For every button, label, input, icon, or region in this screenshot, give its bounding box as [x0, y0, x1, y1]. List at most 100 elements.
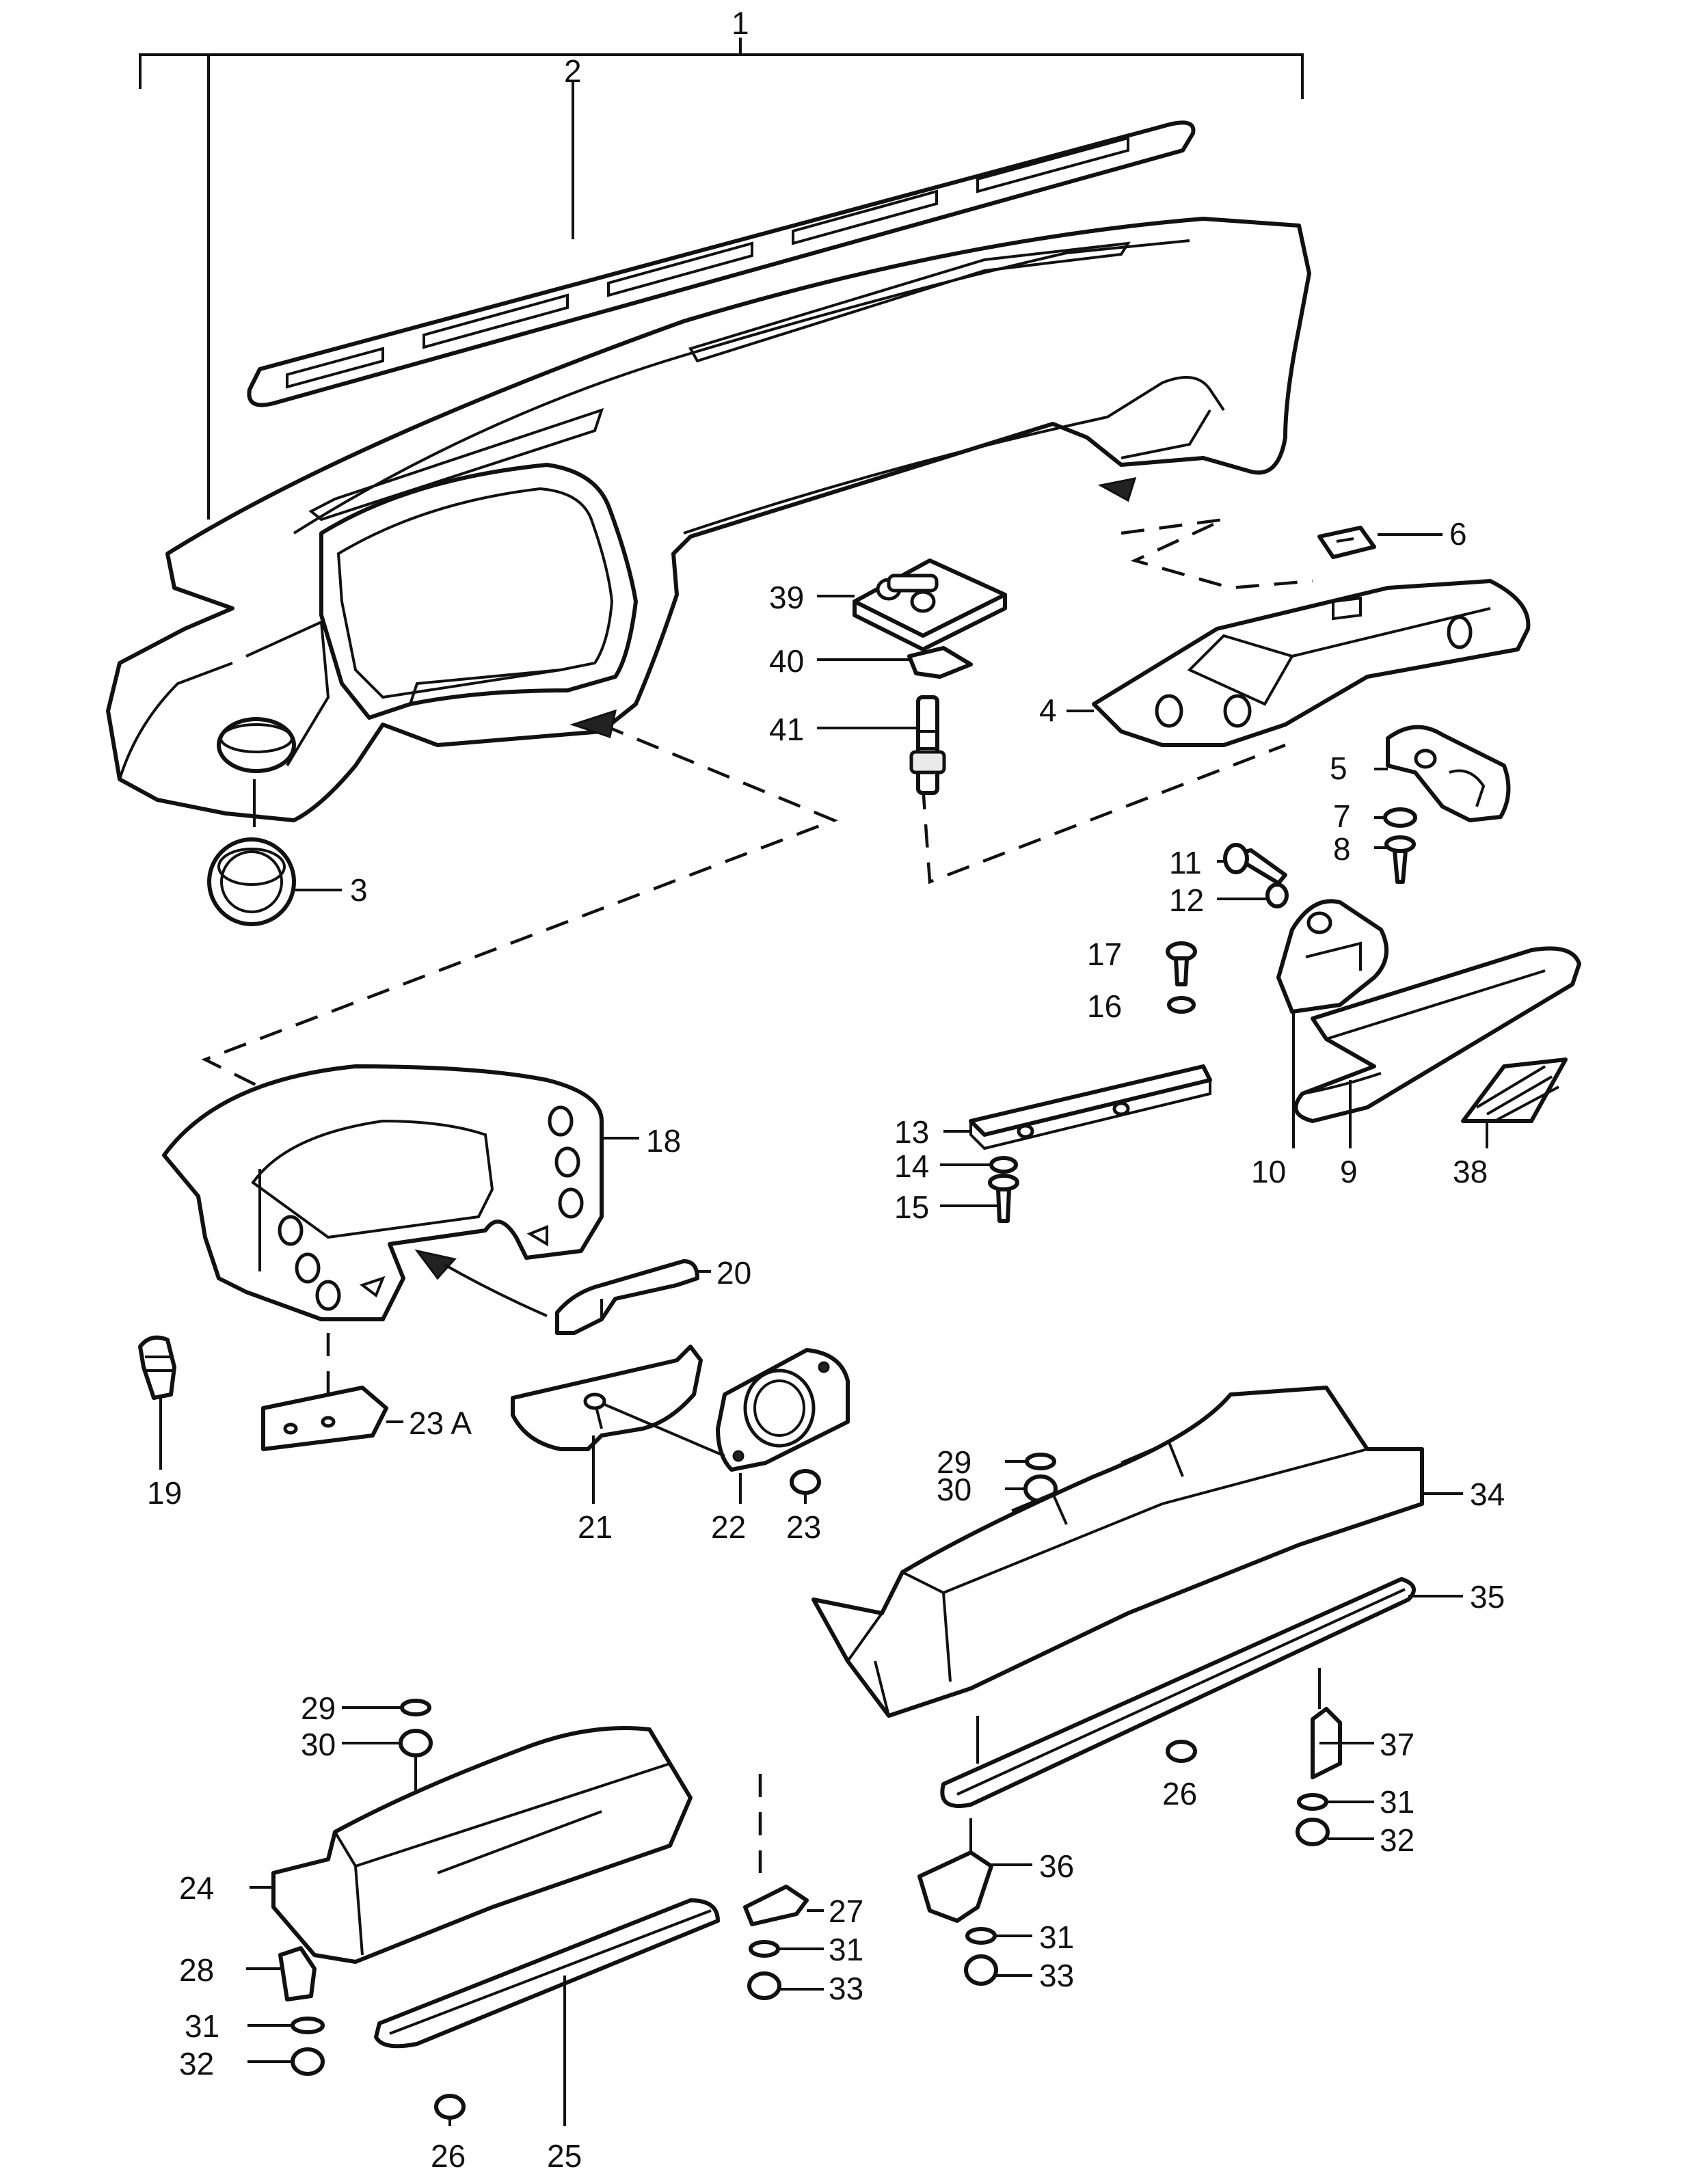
vent-ring[interactable] [207, 779, 342, 926]
label-40: 40 [769, 643, 804, 679]
label-8: 8 [1333, 831, 1351, 867]
label-9: 9 [1340, 1154, 1358, 1189]
label-29-lower: 29 [301, 1690, 336, 1726]
label-26-right: 26 [1162, 1776, 1197, 1811]
defroster-strip[interactable] [247, 82, 1196, 407]
latch-27[interactable] [743, 1774, 824, 1926]
label-32-right: 32 [1380, 1822, 1414, 1858]
bumper-26-right[interactable] [1166, 1740, 1197, 1763]
label-35: 35 [1470, 1579, 1505, 1615]
label-30-lower: 30 [301, 1727, 336, 1762]
label-33-center: 33 [829, 1971, 863, 2006]
label-17: 17 [1087, 936, 1122, 972]
speed-nut[interactable] [1317, 526, 1443, 559]
latch-bracket-36[interactable] [917, 1818, 1032, 1923]
label-31-mid: 31 [1039, 1919, 1074, 1955]
mounting-plate[interactable] [261, 1386, 403, 1451]
hinge-bracket[interactable] [1276, 899, 1389, 1148]
label-15: 15 [894, 1189, 929, 1225]
label-20: 20 [716, 1255, 751, 1291]
switch-panel[interactable] [817, 558, 1007, 651]
bolt-33-mid[interactable] [964, 1954, 1032, 1986]
washer-7[interactable] [1374, 807, 1417, 828]
latch-37[interactable] [1311, 1668, 1374, 1779]
washer-31-right[interactable] [1297, 1793, 1374, 1811]
label-27: 27 [829, 1893, 863, 1929]
label-16: 16 [1087, 988, 1122, 1024]
dashboard-shell[interactable] [106, 217, 1311, 822]
assembly-lines [201, 517, 1313, 1408]
washer-29-lower[interactable] [342, 1699, 431, 1716]
washer-29-upper[interactable] [1005, 1453, 1056, 1470]
glovebox-lid-left[interactable] [374, 1898, 720, 2126]
air-duct-cover[interactable] [1067, 579, 1531, 747]
washer-16[interactable] [1167, 996, 1196, 1014]
label-25: 25 [547, 2138, 582, 2174]
glovebox-tray-left[interactable] [250, 1726, 693, 1964]
nut-32-left[interactable] [247, 2047, 325, 2076]
bolt-17[interactable] [1166, 941, 1197, 986]
washer-12[interactable] [1217, 882, 1289, 908]
assembly-bracket [139, 38, 1304, 520]
label-32-left: 32 [179, 2046, 214, 2081]
label-2: 2 [564, 53, 582, 89]
label-31-right: 31 [1380, 1784, 1414, 1820]
label-4: 4 [1039, 692, 1057, 728]
label-12: 12 [1169, 882, 1204, 918]
callout-labels: 1 2 3 4 5 6 7 8 9 10 11 12 13 14 15 16 1… [147, 5, 1505, 2174]
label-3: 3 [350, 872, 368, 908]
label-11: 11 [1169, 845, 1202, 880]
label-37: 37 [1380, 1727, 1414, 1762]
label-31-center: 31 [829, 1932, 863, 1967]
label-39: 39 [769, 580, 804, 615]
nut-32-right[interactable] [1296, 1818, 1374, 1846]
label-21: 21 [578, 1509, 613, 1545]
trim-cover[interactable] [555, 1259, 711, 1335]
label-41: 41 [769, 712, 804, 747]
armrest-cover[interactable] [1293, 946, 1581, 1149]
screw-8[interactable] [1374, 835, 1416, 884]
label-23: 23 [786, 1509, 821, 1545]
label-5: 5 [1330, 751, 1347, 786]
label-22: 22 [711, 1509, 746, 1545]
mounting-bracket[interactable] [1374, 725, 1511, 822]
label-33-mid: 33 [1039, 1958, 1074, 1993]
screw-11[interactable] [1217, 843, 1287, 885]
label-10: 10 [1251, 1154, 1286, 1189]
washer-14[interactable] [940, 1156, 1018, 1174]
grille-plate[interactable] [1461, 1057, 1568, 1148]
washer-31-left[interactable] [247, 2017, 325, 2034]
label-23a: 23 A [409, 1405, 472, 1441]
bumper-26-left[interactable] [434, 2094, 466, 2126]
label-13: 13 [894, 1114, 929, 1150]
label-26-left: 26 [431, 2138, 466, 2174]
instrument-surround[interactable] [162, 1064, 639, 1321]
label-19: 19 [147, 1475, 182, 1511]
label-14: 14 [894, 1148, 929, 1184]
label-36: 36 [1039, 1848, 1074, 1884]
retaining-clip[interactable] [817, 646, 973, 679]
label-18: 18 [646, 1123, 681, 1159]
glovebox-tray-right[interactable] [812, 1386, 1463, 1718]
washer-31-center[interactable] [749, 1940, 824, 1958]
label-28: 28 [179, 1952, 214, 1988]
nut-23[interactable] [790, 1469, 821, 1504]
label-24: 24 [179, 1870, 214, 1906]
latch-28[interactable] [246, 1946, 317, 2001]
bulb-holder[interactable] [817, 695, 946, 795]
label-30-upper: 30 [937, 1472, 971, 1507]
assembly-arrows [414, 477, 1137, 1317]
label-6: 6 [1449, 516, 1467, 552]
glovebox-lid-right[interactable] [940, 1577, 1463, 1808]
nut-33-center[interactable] [747, 1971, 824, 2000]
switch-knob[interactable] [138, 1335, 176, 1470]
label-31-left: 31 [185, 2008, 219, 2044]
bolt-15[interactable] [940, 1174, 1019, 1223]
label-1: 1 [732, 5, 749, 41]
mounting-rail[interactable] [943, 1064, 1212, 1150]
gasket-plate[interactable] [604, 1348, 850, 1504]
label-38: 38 [1453, 1154, 1488, 1189]
washer-31-mid[interactable] [965, 1927, 1032, 1945]
column-bracket[interactable] [511, 1345, 703, 1504]
